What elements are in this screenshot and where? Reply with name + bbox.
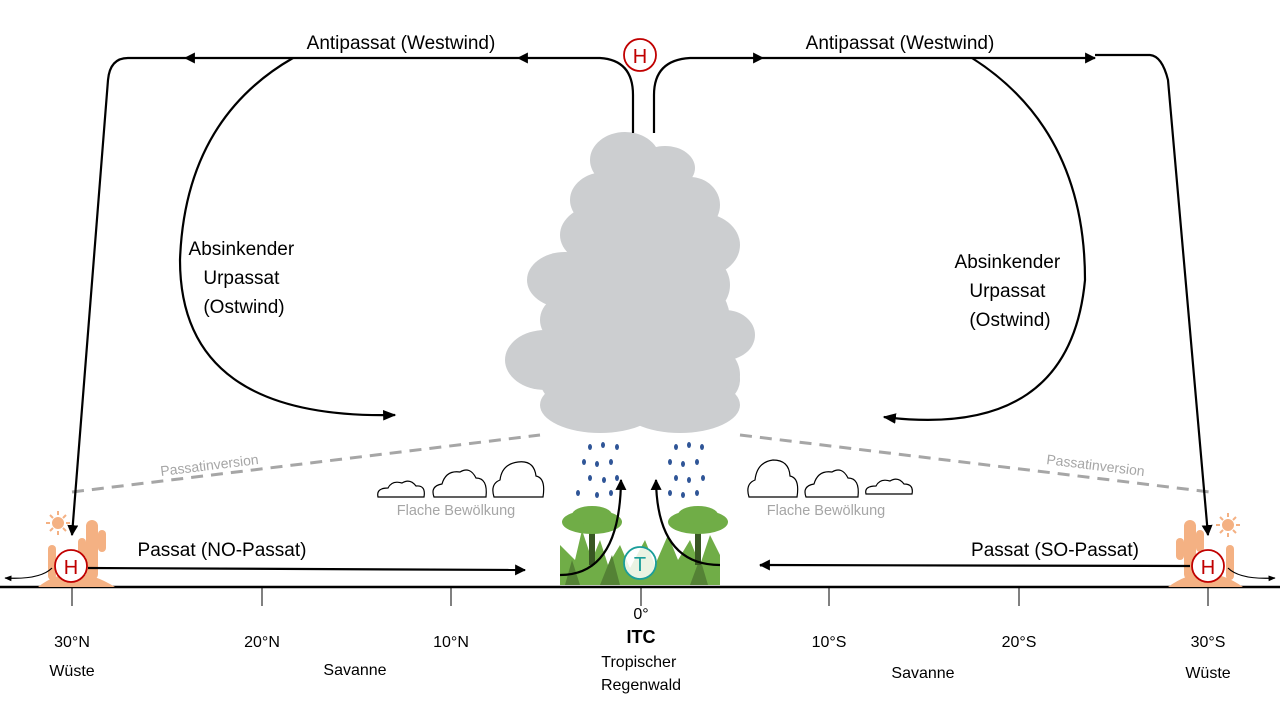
itc-label: ITC — [627, 627, 656, 647]
antipassat-arrow-right-3 — [1095, 53, 1213, 537]
passat-arrow-right — [758, 559, 1191, 571]
axis-tick-label: 20°S — [1002, 634, 1037, 651]
high-pressure-left: H — [54, 549, 88, 583]
axis-tick-label: 30°N — [54, 634, 90, 651]
latitude-axis: 30°N Wüste 20°N 10°N 0° 10°S 20°S 30°S Wüste — [49, 587, 1231, 682]
passat-label-left: Passat (NO-Passat) — [138, 540, 307, 561]
rainforest-label-line2: Regenwald — [601, 677, 681, 694]
high-pressure-right-label: H — [1201, 557, 1215, 579]
urpassat-label-right-line2: Urpassat — [969, 281, 1046, 302]
urpassat-label-left-line2: Urpassat — [203, 268, 280, 289]
zone-label: Wüste — [49, 663, 94, 680]
urpassat-label-left-line1: Absinkender — [189, 239, 295, 260]
urpassat-label-right-line3: (Ostwind) — [969, 310, 1050, 331]
passatinversion-label-left: Passatinversion — [159, 451, 259, 479]
urpassat-label-left: Absinkender Urpassat (Ostwind) — [189, 239, 300, 318]
shallow-clouds-left — [377, 461, 545, 498]
flache-bewoelkung-label-left: Flache Bewölkung — [397, 503, 516, 519]
low-pressure-itc: T — [623, 546, 657, 580]
axis-tick-label: 0° — [633, 606, 648, 623]
flache-bewoelkung-label-right: Flache Bewölkung — [767, 503, 886, 519]
sun-icon — [46, 511, 70, 535]
cumulonimbus-cloud — [505, 132, 755, 433]
rain-drops — [576, 442, 705, 498]
axis-tick-label: 20°N — [244, 634, 280, 651]
passat-arrow-right-rise — [650, 478, 721, 567]
outflow-arrow-right — [1227, 567, 1276, 582]
antipassat-label-right: Antipassat (Westwind) — [806, 33, 995, 54]
high-pressure-top: H — [623, 38, 657, 72]
sun-icon — [1216, 513, 1240, 537]
antipassat-arrow-right — [652, 52, 765, 133]
desert-left-illustration — [38, 520, 115, 587]
axis-tick-label: 10°N — [433, 634, 469, 651]
savanna-label-right: Savanne — [891, 665, 954, 682]
urpassat-arrow-right — [882, 57, 1087, 424]
high-pressure-top-label: H — [633, 46, 647, 68]
rainforest-label-line1: Tropischer — [601, 654, 677, 671]
urpassat-label-right-line1: Absinkender — [955, 252, 1061, 273]
passat-label-right: Passat (SO-Passat) — [971, 540, 1139, 561]
circulation-arrows — [4, 52, 1276, 582]
urpassat-label-left-line3: (Ostwind) — [203, 297, 284, 318]
antipassat-arrow-left-3 — [67, 56, 185, 537]
passat-arrow-left — [87, 564, 527, 576]
low-pressure-label: T — [634, 554, 646, 576]
shallow-clouds-right — [747, 459, 913, 498]
outflow-arrow-left — [4, 567, 53, 582]
antipassat-label-left: Antipassat (Westwind) — [307, 33, 496, 54]
high-pressure-left-label: H — [64, 557, 78, 579]
rainforest-label: Tropischer Regenwald — [601, 654, 681, 694]
urpassat-arrow-left — [178, 57, 397, 421]
axis-tick-label: 10°S — [812, 634, 847, 651]
savanna-label-left: Savanne — [323, 662, 386, 679]
urpassat-label-right: Absinkender Urpassat (Ostwind) — [955, 252, 1066, 331]
passat-arrow-left-rise — [559, 478, 627, 577]
high-pressure-right: H — [1191, 549, 1225, 583]
antipassat-arrow-left — [516, 52, 635, 133]
axis-tick-label: 30°S — [1191, 634, 1226, 651]
zone-label: Wüste — [1185, 665, 1230, 682]
